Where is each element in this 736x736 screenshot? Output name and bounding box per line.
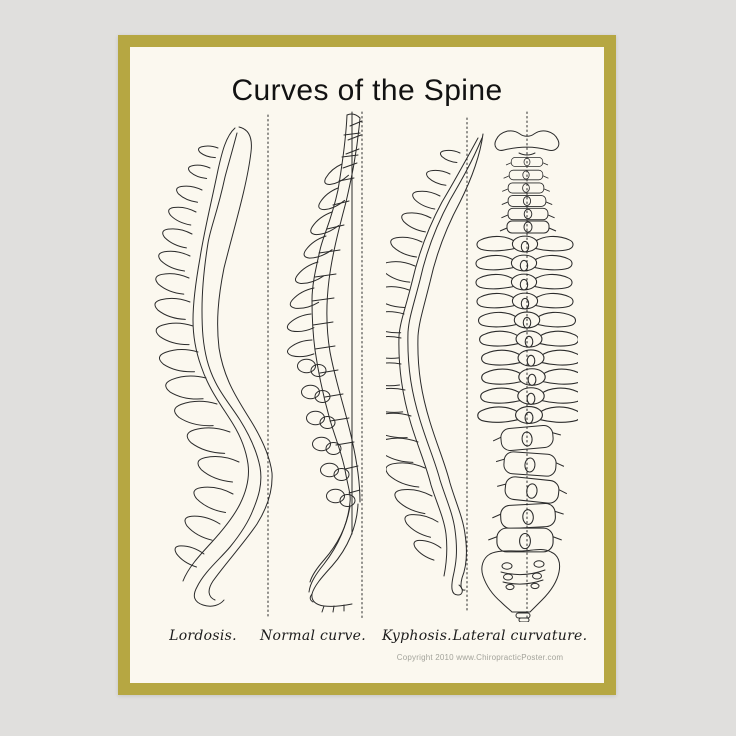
copyright-text: Copyright 2010 www.ChiropracticPoster.co… — [396, 653, 564, 662]
figure-label-normal-curve: Normal curve. — [259, 628, 367, 644]
spine-poster: Curves of the Spine — [118, 35, 616, 695]
figure-label-kyphosis: Kyphosis. — [382, 628, 452, 644]
figure-label-lateral-curvature: Lateral curvature. — [452, 628, 588, 644]
figure-label-lordosis: Lordosis. — [169, 628, 237, 644]
poster-title: Curves of the Spine — [231, 74, 503, 107]
lordosis-figure — [151, 114, 273, 619]
kyphosis-figure — [386, 117, 484, 612]
normal-curve-figure — [284, 111, 363, 619]
poster-paper: Curves of the Spine — [130, 47, 604, 683]
lateral-curvature-figure — [475, 111, 578, 622]
